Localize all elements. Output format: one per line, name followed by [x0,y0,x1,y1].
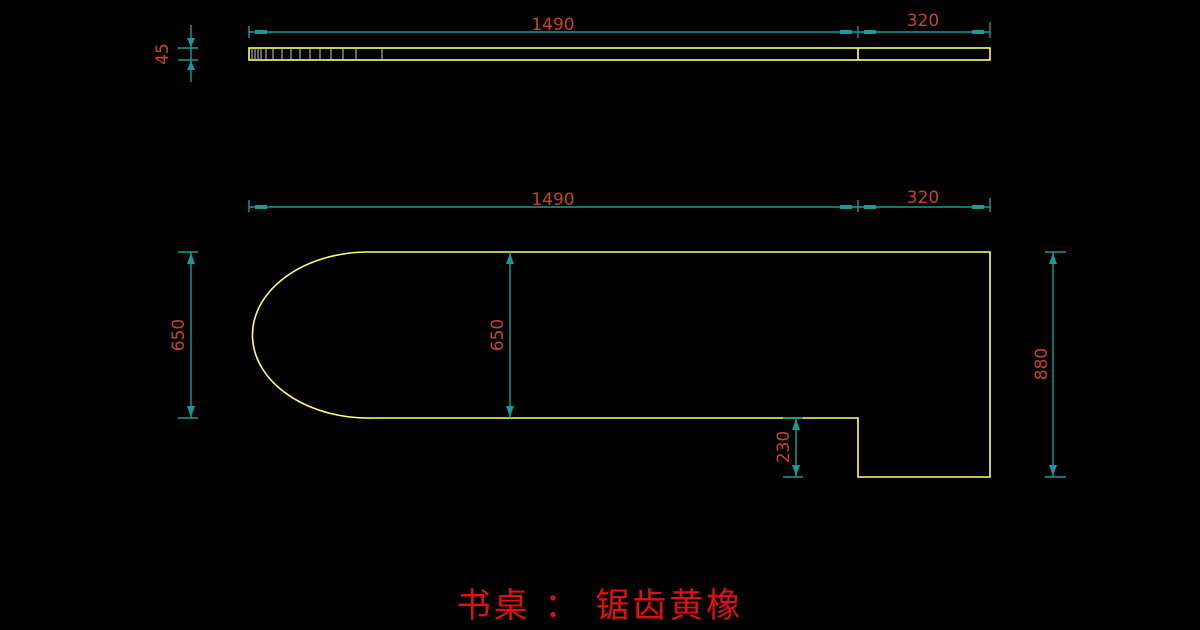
dim-thickness: 45 [153,25,198,82]
dim-mid-650: 650 [488,252,514,418]
dim-label-thickness: 45 [153,43,173,65]
dim-side-1490: 1490 320 [248,11,991,38]
dim-label-length: 1490 [531,15,574,35]
dim-notch-230: 230 [774,417,803,478]
dim-right-880: 880 [1032,251,1066,478]
side-view: 1490 320 45 [153,11,991,82]
dim-left-650: 650 [169,251,198,419]
dim-label-return: 320 [907,11,939,31]
dim-label-mid-depth: 650 [488,319,508,351]
desktop-plan-outline [251,251,991,478]
dim-label-plan-return: 320 [907,188,939,208]
dim-label-left-depth: 650 [169,319,189,351]
desktop-side-outline [248,47,991,61]
dim-plan-1490: 1490 320 [248,188,991,212]
drawing-title: 书桌 ： 锯齿黄橡 [456,586,744,626]
wood-grain-hatch [251,49,383,59]
dim-label-total-depth: 880 [1032,348,1052,380]
plan-view: 1490 320 650 650 230 880 [169,188,1066,478]
dim-label-notch: 230 [774,431,794,463]
dim-label-plan-length: 1490 [531,190,574,210]
